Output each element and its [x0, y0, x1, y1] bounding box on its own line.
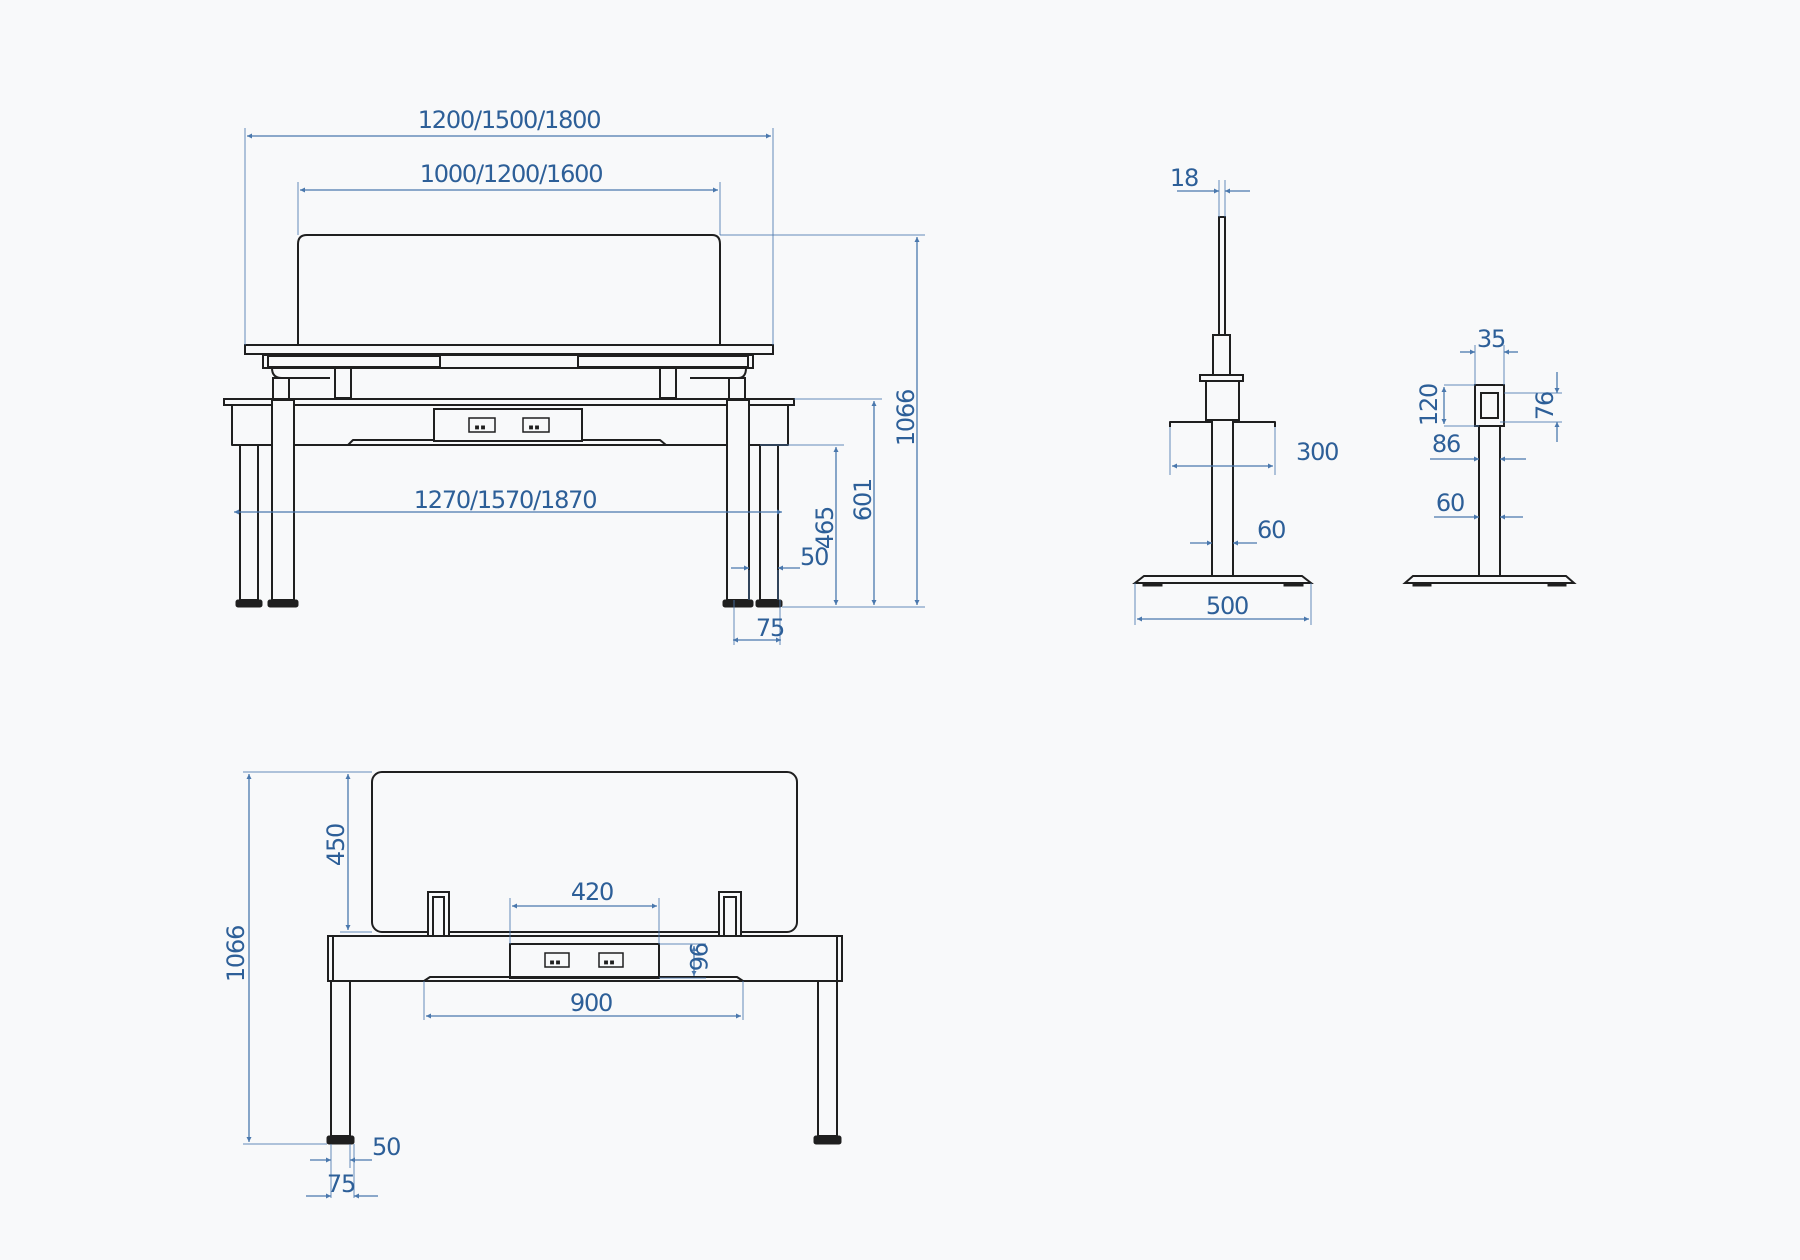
dim-bottom-foot-width: 75	[327, 1170, 355, 1198]
front-column-cap-left	[334, 367, 352, 399]
section-base-foot-right	[1547, 582, 1567, 587]
front-leg-back-left	[239, 444, 259, 601]
front-foot-4	[755, 599, 783, 608]
bottom-leg-left	[330, 980, 351, 1137]
front-socket-1	[468, 417, 496, 433]
bottom-socket-1	[544, 952, 570, 968]
front-column-top-right	[728, 377, 746, 401]
dim-bracket-opening: 76	[1531, 392, 1559, 420]
side-base-foot-left	[1142, 582, 1163, 587]
section-bracket-outer	[1474, 384, 1505, 427]
front-foot-2	[267, 599, 299, 608]
dim-bracket-depth: 86	[1432, 430, 1460, 458]
dim-bottom-total-height: 1066	[222, 926, 250, 982]
front-column-cap-right	[659, 367, 677, 399]
front-socket-1-icon: ▪▪	[474, 422, 486, 433]
front-foot-1	[235, 599, 263, 608]
dim-tray-width: 900	[570, 989, 612, 1017]
side-view: 18 300 60 500	[1132, 164, 1339, 625]
side-base	[1132, 575, 1314, 584]
dim-base-width: 500	[1206, 592, 1248, 620]
front-view: ▪▪ ▪▪ 1200/1500/1800	[223, 106, 925, 645]
front-socket-box	[433, 408, 583, 442]
bottom-bracket-right-inner	[723, 896, 737, 937]
front-leg-back-right	[759, 444, 779, 601]
dim-screen-height: 450	[322, 824, 350, 866]
bottom-foot-left	[326, 1135, 355, 1145]
dim-desk-height: 601	[849, 479, 877, 521]
section-view: 35 120 76 86 60	[1402, 325, 1577, 587]
section-base	[1402, 575, 1577, 584]
dim-bottom-leg-width: 50	[372, 1133, 400, 1161]
section-base-foot-left	[1412, 582, 1432, 587]
front-socket-2	[522, 417, 550, 433]
dim-lower-height: 465	[811, 507, 839, 549]
bottom-leg-right	[817, 980, 838, 1137]
dim-column-width: 60	[1436, 489, 1464, 517]
side-extension-lines	[1134, 180, 1312, 625]
front-socket-2-icon: ▪▪	[528, 422, 540, 433]
dim-section-post-width: 35	[1477, 325, 1505, 353]
front-column-top-left	[272, 377, 290, 401]
front-lower-apron	[231, 404, 789, 446]
dim-total-height: 1066	[892, 390, 920, 446]
dim-socket-box-width: 420	[571, 878, 613, 906]
dim-leg-width: 50	[800, 543, 828, 571]
dim-bracket-height: 120	[1415, 384, 1443, 426]
bottom-extension-lines	[243, 771, 744, 1198]
dim-bracket-width: 300	[1296, 438, 1338, 466]
front-frame-rail-right	[577, 355, 749, 368]
side-base-foot-right	[1283, 582, 1304, 587]
front-frame-rail-left	[267, 355, 441, 368]
front-leg-front-left	[271, 399, 295, 601]
front-desktop	[244, 344, 774, 355]
bottom-privacy-screen	[371, 771, 798, 933]
front-leg-front-right	[726, 399, 750, 601]
bottom-socket-2	[598, 952, 624, 968]
bottom-socket-box	[509, 943, 660, 979]
dim-screen-thickness: 18	[1170, 164, 1198, 192]
dim-socket-box-height: 96	[684, 942, 712, 970]
dim-frame-width: 1270/1570/1870	[414, 486, 597, 514]
front-foot-3	[722, 599, 754, 608]
bottom-foot-right	[813, 1135, 842, 1145]
bottom-socket-1-icon: ▪▪	[549, 957, 561, 968]
dim-post-width: 60	[1257, 516, 1285, 544]
side-post	[1211, 419, 1234, 578]
side-screen-clamp	[1212, 334, 1231, 376]
bottom-bracket-left-inner	[432, 896, 445, 937]
dim-overall-width: 1200/1500/1800	[418, 106, 601, 134]
section-bracket-inner	[1480, 392, 1499, 419]
dim-screen-width: 1000/1200/1600	[420, 160, 603, 188]
dim-foot-width: 75	[756, 614, 784, 642]
front-extension-lines	[244, 128, 925, 645]
side-bracket	[1205, 380, 1240, 421]
bottom-view: ▪▪ ▪▪ 1066 450 420 96	[222, 771, 843, 1199]
section-column	[1478, 425, 1501, 578]
bottom-cable-tray	[423, 976, 744, 982]
side-screen-panel	[1218, 216, 1226, 337]
front-privacy-screen	[297, 234, 721, 345]
bottom-socket-2-icon: ▪▪	[603, 957, 615, 968]
